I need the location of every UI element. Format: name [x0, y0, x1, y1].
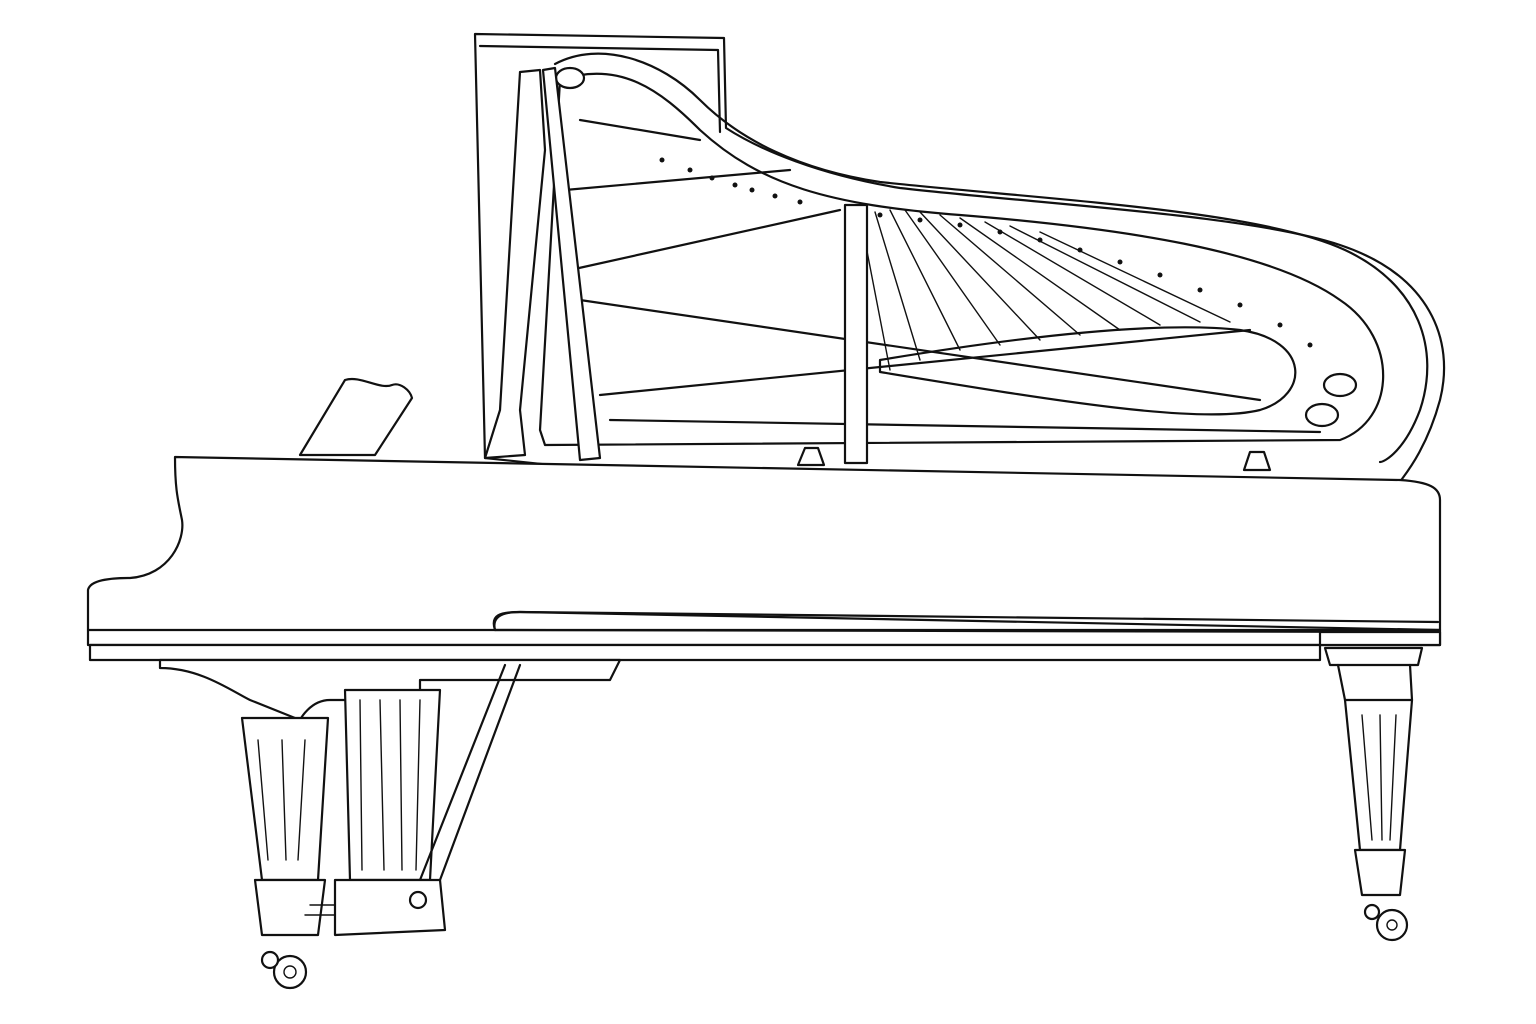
pedal-box: [333, 878, 447, 937]
piano-case: [86, 455, 1442, 662]
plate-hole: [1304, 402, 1340, 428]
pedal-lyre: [304, 663, 522, 937]
tuning-pins: [659, 157, 1313, 348]
lid-prop-stick: [483, 68, 547, 460]
plate-strut: [843, 203, 869, 465]
plate-strut-left: [541, 66, 602, 462]
lid-hinge: [796, 446, 826, 467]
caster-wheel: [1375, 908, 1409, 942]
right-leg: [1323, 646, 1424, 942]
piano-lid: [473, 32, 1446, 484]
lid-hinge: [1242, 450, 1272, 472]
caster-wheel: [272, 954, 308, 990]
plate-hole: [1322, 372, 1358, 398]
case-bottom-molding: [88, 643, 1322, 662]
piano-plate: [538, 66, 1385, 465]
strings: [859, 209, 1231, 371]
plate-hole: [554, 66, 586, 90]
left-leg: [240, 716, 330, 990]
music-desk: [298, 377, 414, 457]
